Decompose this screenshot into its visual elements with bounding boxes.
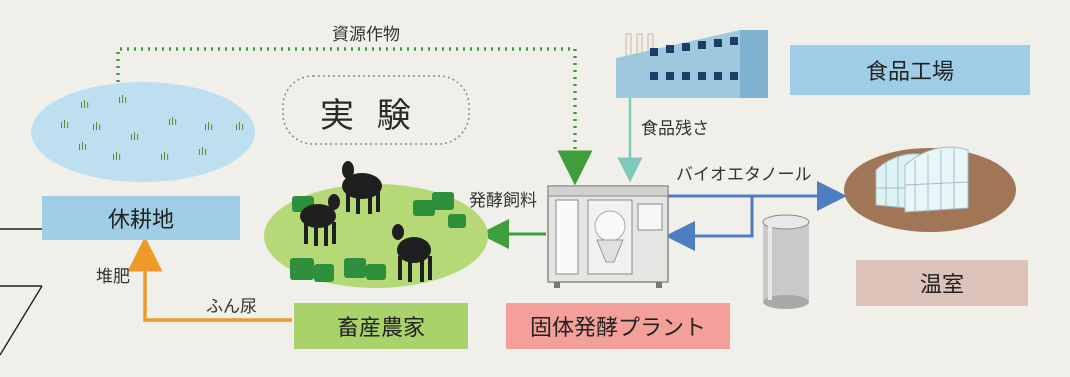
fermentation-plant-box: 固体発酵プラント — [506, 303, 730, 349]
svg-text:ılı: ılı — [160, 150, 169, 163]
barrel-illustration — [762, 214, 810, 309]
food-factory-illustration — [616, 30, 768, 98]
bioethanol-label: バイオエタノール — [676, 165, 812, 185]
food-waste-label: 食品残さ — [641, 119, 709, 139]
svg-text:ılı: ılı — [204, 120, 213, 133]
livestock-farmer-box: 畜産農家 — [294, 303, 468, 349]
fermented-feed-label: 発酵飼料 — [469, 191, 537, 211]
experiment-frame — [282, 75, 470, 145]
greenhouse-box: 温室 — [856, 260, 1028, 306]
fallow-land-box: 休耕地 — [42, 196, 240, 240]
svg-text:ılı: ılı — [112, 150, 121, 163]
svg-text:ılı: ılı — [118, 93, 127, 106]
bioethanol-return-arrow — [665, 196, 754, 251]
manure-label: ふん尿 — [206, 297, 257, 317]
svg-text:ılı: ılı — [198, 145, 207, 158]
greenhouse-illustration — [844, 146, 1016, 232]
svg-text:ılı: ılı — [60, 118, 69, 131]
svg-text:ılı: ılı — [168, 115, 177, 128]
svg-text:ılı: ılı — [78, 140, 87, 153]
manure-compost-arrow — [127, 236, 292, 322]
resource-crops-label: 資源作物 — [332, 25, 400, 45]
experiment-label: 実 験 — [320, 96, 417, 136]
sketch-line-diag — [0, 285, 43, 356]
food-factory-box: 食品工場 — [790, 45, 1030, 95]
svg-text:ılı: ılı — [235, 120, 244, 133]
svg-text:ılı: ılı — [80, 98, 89, 111]
svg-text:ılı: ılı — [130, 130, 139, 143]
compost-label: 堆肥 — [96, 267, 130, 287]
fermentation-plant-illustration — [547, 185, 669, 288]
pasture-illustration — [264, 161, 488, 288]
svg-text:ılı: ılı — [92, 120, 101, 133]
